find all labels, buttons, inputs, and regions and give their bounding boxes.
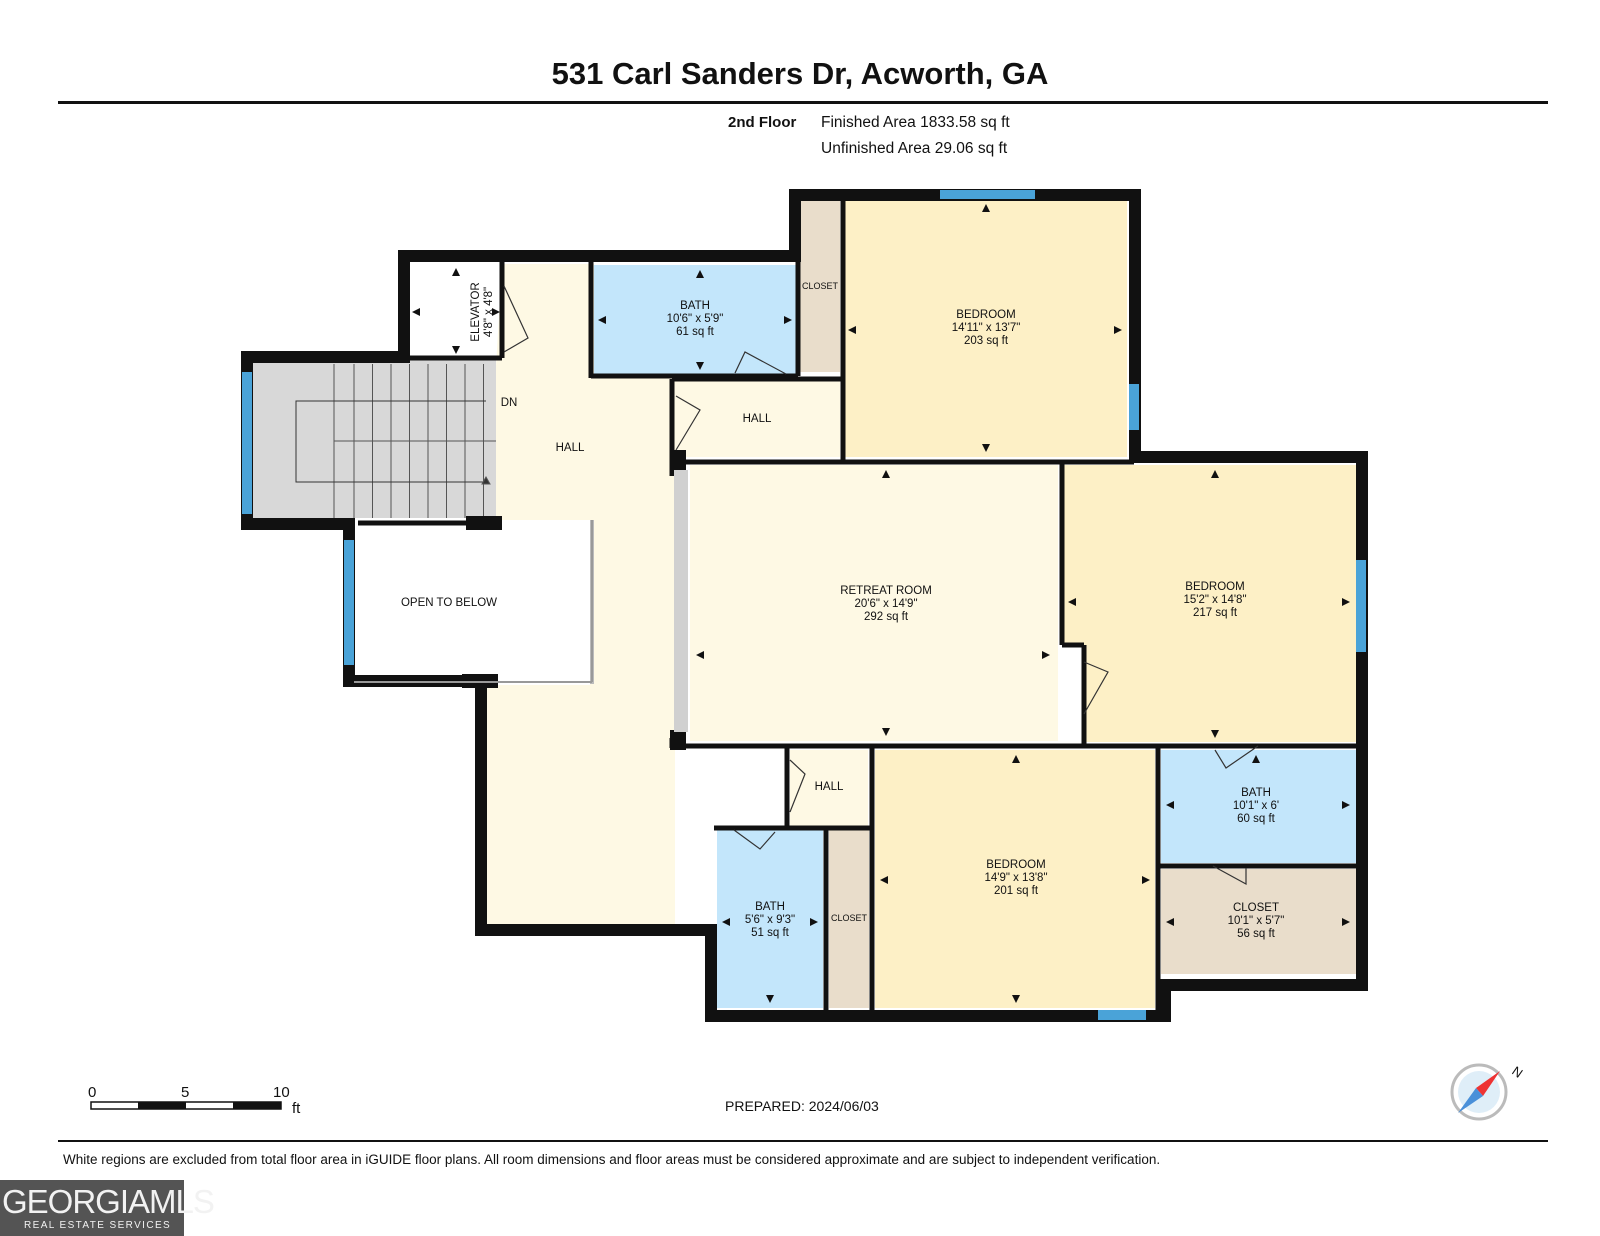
room-name-closet-bottom: CLOSET <box>831 913 868 923</box>
unfinished-area: Unfinished Area 29.06 sq ft <box>821 140 1008 157</box>
dimension-arrow <box>982 204 990 212</box>
dimension-arrow <box>982 444 990 452</box>
room-area-bath-top: 61 sq ft <box>676 326 715 338</box>
room-dims-bedroom-s: 14'9" x 13'8" <box>984 872 1047 884</box>
room-name-stairs: DN <box>501 397 518 409</box>
dimension-arrow <box>1166 918 1174 926</box>
room-dims-closet-e: 10'1" x 5'7" <box>1228 915 1285 927</box>
room-name-closet-e: CLOSET <box>1233 902 1279 914</box>
dimension-arrow <box>696 362 704 370</box>
page-title: 531 Carl Sanders Dr, Acworth, GA <box>551 56 1049 91</box>
dimension-arrow <box>882 470 890 478</box>
room-area-bedroom-ne: 203 sq ft <box>964 335 1009 347</box>
room-name-bedroom-s: BEDROOM <box>986 859 1045 871</box>
room-area-bath-e: 60 sq ft <box>1237 813 1276 825</box>
dimension-arrow <box>810 918 818 926</box>
room-name-hall-top: HALL <box>743 413 772 425</box>
compass-icon: N <box>1450 1063 1526 1121</box>
room-name-hall-main: HALL <box>556 442 585 454</box>
room-dims-retreat: 20'6" x 14'9" <box>854 598 917 610</box>
room-dims-bath-e: 10'1" x 6' <box>1233 800 1279 812</box>
georgia-mls-logo: GEORGIAMLS REAL ESTATE SERVICES <box>0 1180 215 1236</box>
room-dims-bath-sw: 5'6" x 9'3" <box>745 914 795 926</box>
dimension-arrow <box>1114 326 1122 334</box>
dimension-arrow <box>1211 470 1219 478</box>
room-name-bath-sw: BATH <box>755 901 785 913</box>
room-dims-elevator: 4'8" x 4'8" <box>483 287 495 337</box>
floor-name: 2nd Floor <box>728 114 797 131</box>
room-name-elevator: ELEVATOR <box>470 282 482 341</box>
scale-tick-10: 10 <box>273 1084 290 1101</box>
footer-divider <box>58 1140 1548 1142</box>
dimension-arrow <box>1042 651 1050 659</box>
dimension-arrow <box>1252 755 1260 763</box>
dimension-arrow <box>784 316 792 324</box>
dimension-arrow <box>1012 755 1020 763</box>
scale-bar <box>90 1101 282 1110</box>
room-name-closet-top: CLOSET <box>802 281 839 291</box>
finished-area: Finished Area 1833.58 sq ft <box>821 114 1010 131</box>
elevator-arrows <box>412 268 500 354</box>
windows <box>242 190 1366 1020</box>
scale-tick-0: 0 <box>88 1084 97 1101</box>
interior-walls <box>358 198 1358 1010</box>
dimension-arrow <box>1166 801 1174 809</box>
dimension-arrow <box>696 651 704 659</box>
room-area-bath-sw: 51 sq ft <box>751 927 790 939</box>
dimension-arrow <box>598 316 606 324</box>
dimension-arrow <box>1068 598 1076 606</box>
room-dims-bedroom-ne: 14'11" x 13'7" <box>952 322 1021 334</box>
room-name-bedroom-e: BEDROOM <box>1185 581 1244 593</box>
room-name-hall-bottom: HALL <box>815 781 844 793</box>
dimension-arrow <box>848 326 856 334</box>
room-area-bedroom-s: 201 sq ft <box>994 885 1039 897</box>
room-name-bedroom-ne: BEDROOM <box>956 309 1015 321</box>
dimension-arrow <box>766 995 774 1003</box>
doors <box>503 285 1259 886</box>
retreat-opening <box>674 470 688 732</box>
room-area-bedroom-e: 217 sq ft <box>1193 607 1238 619</box>
prepared-date: PREPARED: 2024/06/03 <box>725 1098 879 1114</box>
disclaimer: White regions are excluded from total fl… <box>63 1152 1161 1167</box>
room-name-bath-top: BATH <box>680 300 710 312</box>
room-fills <box>252 200 1356 1008</box>
dimension-arrow <box>1342 801 1350 809</box>
dimension-arrow <box>1142 876 1150 884</box>
dimension-arrow <box>1342 918 1350 926</box>
staircase <box>295 364 496 518</box>
room-area-retreat: 292 sq ft <box>864 611 909 623</box>
room-labels: BEDROOM 14'11" x 13'7" 203 sq ft BATH 10… <box>401 281 1284 940</box>
logo-subtext: REAL ESTATE SERVICES <box>24 1220 172 1231</box>
title-divider <box>58 101 1548 104</box>
room-dims-bath-top: 10'6" x 5'9" <box>667 313 724 325</box>
compass-label: N <box>1509 1063 1525 1081</box>
dimension-arrow <box>722 918 730 926</box>
room-area-closet-e: 56 sq ft <box>1237 928 1276 940</box>
dimension-arrow <box>880 876 888 884</box>
dimension-arrows <box>598 204 1350 1003</box>
dimension-arrow <box>1342 598 1350 606</box>
dimension-arrow <box>882 728 890 736</box>
scale-unit: ft <box>292 1100 301 1117</box>
dimension-arrow <box>1012 995 1020 1003</box>
room-dims-bedroom-e: 15'2" x 14'8" <box>1183 594 1246 606</box>
logo-text: GEORGIAMLS <box>2 1183 215 1220</box>
room-name-open-below: OPEN TO BELOW <box>401 597 497 609</box>
scale-tick-5: 5 <box>181 1084 190 1101</box>
room-name-retreat: RETREAT ROOM <box>840 585 932 597</box>
room-name-bath-e: BATH <box>1241 787 1271 799</box>
dimension-arrow <box>696 270 704 278</box>
dimension-arrow <box>1211 730 1219 738</box>
